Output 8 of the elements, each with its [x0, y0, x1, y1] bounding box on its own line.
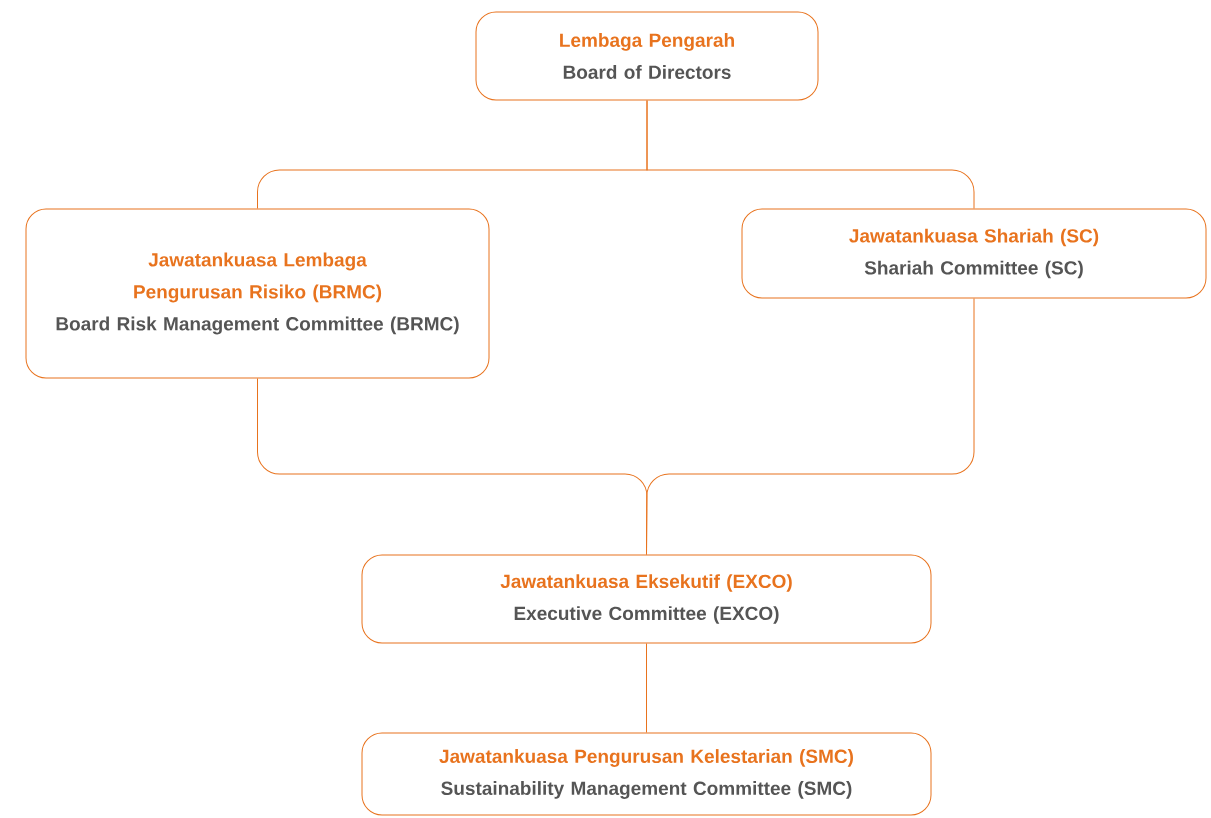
- committee-box: Jawatankuasa Pengurusan Kelestarian (SMC) Sustainability Management Committee (SMC): [361, 732, 932, 816]
- committee-box: Lembaga Pengarah Board of Directors: [475, 11, 819, 101]
- committee-box: Jawatankuasa Eksekutif (EXCO) Executive Committee (EXCO): [361, 554, 932, 644]
- connector-line: [646, 100, 975, 209]
- connector-line: [646, 643, 647, 733]
- committee-box: Jawatankuasa Shariah (SC) Shariah Committee (SC): [741, 208, 1207, 299]
- committee-box: Jawatankuasa Lembaga Pengurusan Risiko (BRMC) Board Risk Management Committee (BRMC): [25, 208, 490, 379]
- connector-line: [646, 298, 975, 555]
